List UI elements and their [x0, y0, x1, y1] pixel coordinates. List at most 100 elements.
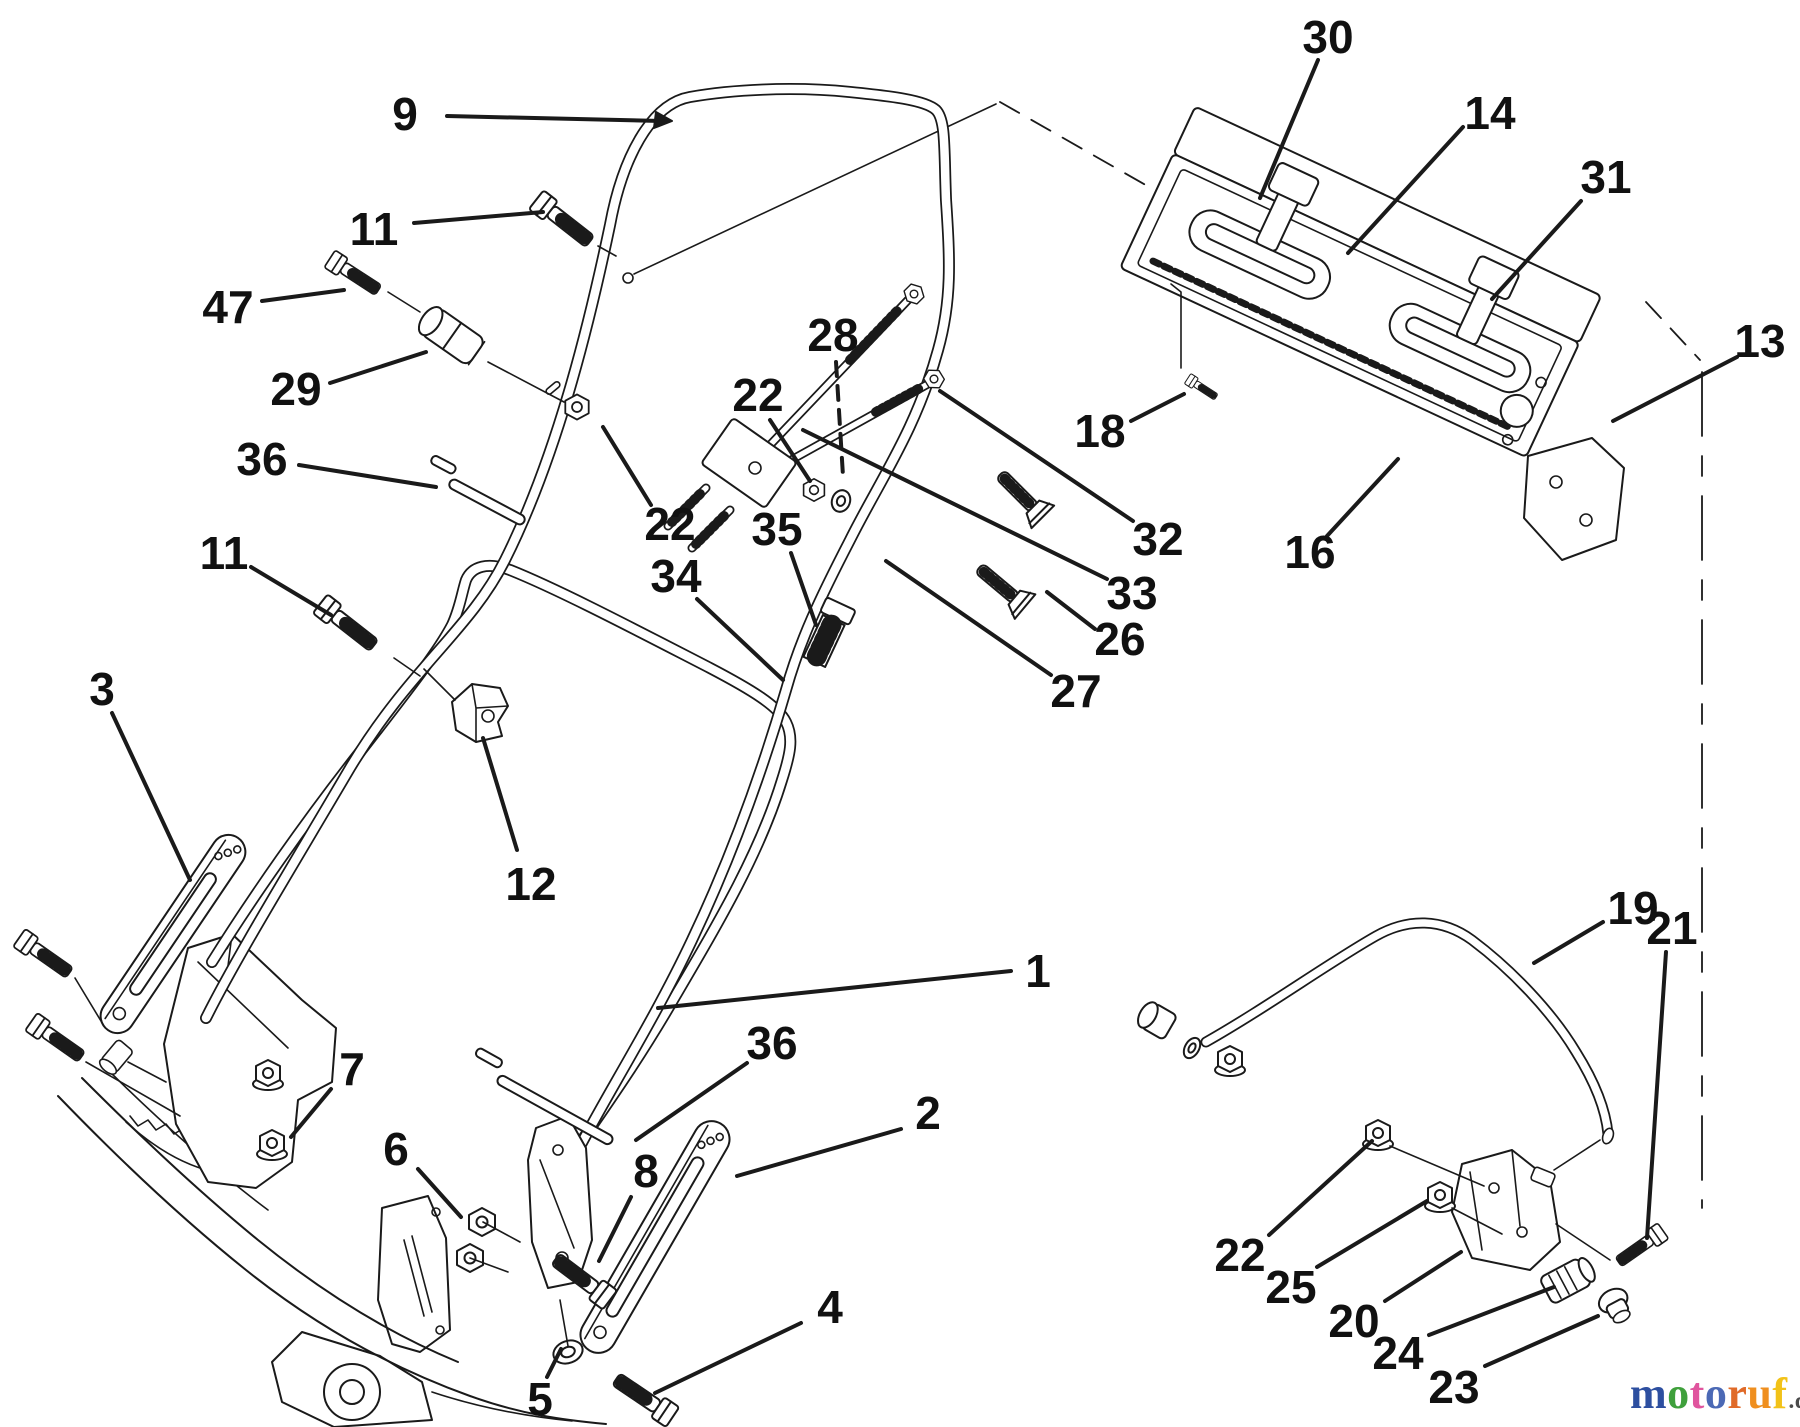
logo-letter: u [1747, 1369, 1773, 1418]
leader-line-11 [412, 210, 545, 225]
part-label-16: 16 [1284, 526, 1335, 578]
part-label-2: 2 [915, 1087, 941, 1139]
part-label-7: 7 [339, 1043, 365, 1095]
leader-line-24 [1427, 1285, 1556, 1337]
logo-letter: t [1689, 1369, 1705, 1418]
leader-line-5 [545, 1347, 563, 1379]
bolt-21 [1613, 1223, 1669, 1270]
console-screw-18 [1184, 374, 1219, 403]
part-label-9: 9 [392, 88, 418, 140]
leader-line-13 [1611, 355, 1739, 423]
part-label-11: 11 [350, 203, 399, 255]
leader-line-36 [297, 463, 438, 489]
leader-line-4 [653, 1321, 803, 1395]
leader-line-16 [1325, 457, 1400, 538]
part-label-25: 25 [1265, 1261, 1316, 1313]
cable-spring-35 [802, 597, 856, 668]
nut-7b [256, 1129, 288, 1161]
leader-line-25 [1315, 1199, 1429, 1269]
logo-letter: o [1704, 1369, 1728, 1418]
nut-6a [468, 1207, 496, 1237]
bolt-left-upper [13, 929, 76, 982]
knob-12 [451, 683, 509, 743]
leader-line-2 [735, 1127, 903, 1178]
leader-line-47 [260, 288, 346, 303]
part-label-33: 33 [1106, 567, 1157, 619]
carriage-screw-26a [989, 463, 1054, 528]
part-label-36: 36 [236, 433, 287, 485]
washer-28 [830, 489, 852, 513]
leader-line-26 [1045, 590, 1097, 631]
cap-bolt-23 [1597, 1287, 1631, 1324]
leader-line-20 [1383, 1250, 1463, 1303]
logo-letter: f [1772, 1369, 1788, 1418]
support-arm-2 [579, 1120, 731, 1354]
bail-bracket-20 [1451, 1149, 1561, 1271]
leader-line-7 [289, 1087, 333, 1139]
leader-line-6 [416, 1167, 463, 1219]
leader-line-30 [1258, 58, 1320, 200]
cable-anchor-assembly [663, 279, 1054, 668]
leader-line-18 [1129, 392, 1186, 423]
nut-22a [564, 393, 590, 421]
leader-line-22 [601, 425, 653, 507]
support-arm-3 [99, 833, 247, 1035]
leader-line-27 [884, 559, 1053, 677]
leader-line-23 [1483, 1314, 1600, 1368]
part-label-32: 32 [1132, 513, 1183, 565]
carriage-screw-26b [969, 556, 1036, 619]
watermark-logo: motoruf.de [1630, 1372, 1800, 1422]
leader-line-1 [656, 969, 1013, 1010]
ferrule-29 [417, 306, 486, 366]
leader-line-22 [768, 418, 812, 483]
handle-hardware [13, 190, 679, 1427]
logo-letter: m [1630, 1369, 1668, 1418]
leader-line-32 [938, 389, 1135, 523]
slider-lever-left [1188, 162, 1332, 300]
leader-line-31 [1490, 199, 1583, 301]
part-label-18: 18 [1074, 405, 1125, 457]
part-label-29: 29 [270, 363, 321, 415]
part-label-24: 24 [1372, 1327, 1424, 1379]
part-label-12: 12 [505, 858, 556, 910]
part-label-1: 1 [1025, 945, 1051, 997]
leader-line-28 [834, 360, 845, 478]
part-label-4: 4 [817, 1281, 843, 1333]
part-label-13: 13 [1734, 315, 1785, 367]
part-label-26: 26 [1094, 613, 1145, 665]
rod-36a [430, 455, 526, 526]
part-label-21: 21 [1646, 902, 1697, 954]
bolt-left-lower [25, 1013, 88, 1066]
logo-suffix: .de [1788, 1388, 1800, 1413]
spacer-bushing [98, 1039, 133, 1076]
nut-25 [1424, 1181, 1456, 1213]
part-label-23: 23 [1428, 1361, 1479, 1413]
carriage-bolt-11b [313, 594, 381, 655]
leader-line-3 [110, 711, 192, 882]
mower-deck-housing [57, 1061, 607, 1427]
locknut-22 [802, 477, 826, 503]
part-label-5: 5 [527, 1373, 553, 1425]
gearbox-housing [271, 1331, 433, 1427]
leader-line-21 [1645, 950, 1668, 1240]
leader-line-11 [249, 565, 333, 617]
bail-end-cap [1137, 1001, 1177, 1040]
bail-nut [1214, 1045, 1246, 1077]
part-label-22: 22 [732, 369, 783, 421]
construction-lines [622, 101, 1703, 1209]
leader-line-14 [1346, 125, 1465, 255]
handle-mount-bracket-left [163, 933, 337, 1189]
slider-lever-right [1388, 255, 1532, 394]
control-console [1120, 107, 1625, 561]
nut-7a [252, 1059, 284, 1091]
leader-line-35 [789, 551, 818, 627]
leader-line-34 [695, 597, 785, 682]
part-label-20: 20 [1328, 1295, 1379, 1347]
part-label-19: 19 [1607, 882, 1658, 934]
console-round-hole [1499, 393, 1534, 428]
part-label-14: 14 [1464, 87, 1516, 139]
part-label-8: 8 [633, 1145, 659, 1197]
